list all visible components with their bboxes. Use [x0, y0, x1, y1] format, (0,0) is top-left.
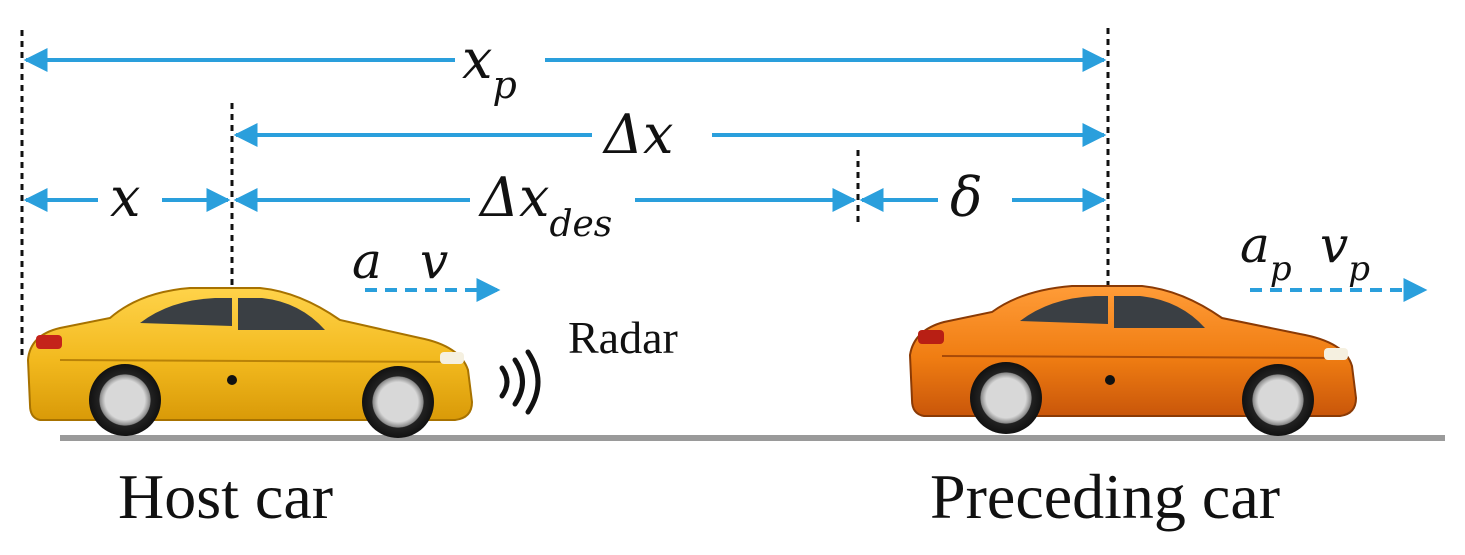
preceding-car-icon [908, 285, 1358, 436]
preceding-front-wheel [1242, 364, 1314, 436]
delta-label: δ [950, 166, 983, 229]
reference-lines [20, 28, 1110, 360]
host-accel-label: a [352, 232, 382, 290]
dimension-arrows [23, 48, 1428, 302]
preceding-accel-label: ap [1240, 216, 1292, 289]
preceding-vel-label: vp [1320, 216, 1370, 289]
radar-label: Radar [568, 312, 678, 363]
math-labels: xp Δx x Δxdes δ a v ap vp [110, 28, 1370, 290]
radar-wave-icon [499, 349, 541, 415]
x-label: x [110, 166, 140, 229]
host-rear-wheel [89, 364, 161, 436]
host-front-wheel [362, 366, 434, 438]
host-car-label: Host car [118, 461, 333, 532]
delta-x-des-label: Δxdes [478, 166, 612, 245]
xp-label: xp [462, 28, 517, 107]
preceding-car-label: Preceding car [930, 461, 1280, 532]
host-car-icon [26, 287, 474, 438]
delta-x-label: Δx [602, 103, 673, 166]
preceding-rear-wheel [970, 362, 1042, 434]
host-vel-label: v [420, 232, 448, 290]
